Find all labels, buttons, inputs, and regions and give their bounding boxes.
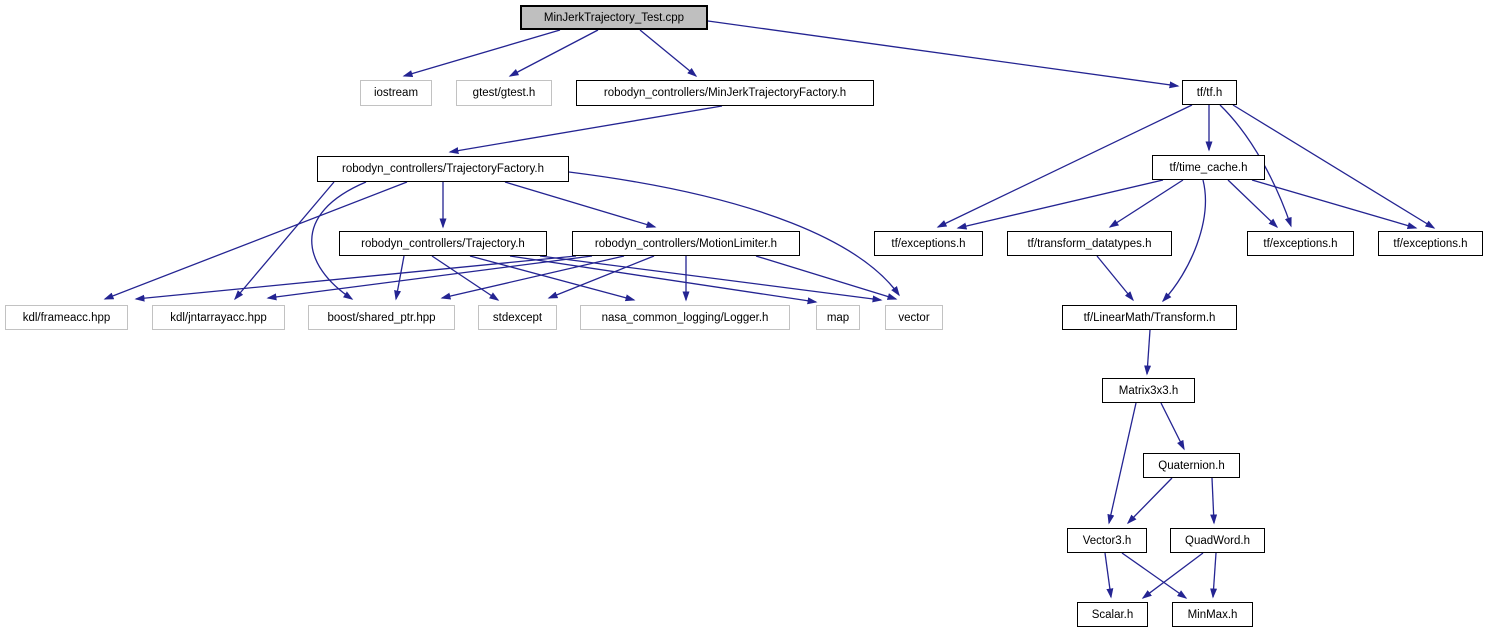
edge-root-tf [707,20,1180,89]
graph-node-tcache[interactable]: tf/time_cache.h [1152,155,1265,180]
graph-node-qw[interactable]: QuadWord.h [1170,528,1265,553]
edge-mjtf-tfac [448,105,723,155]
graph-node-gtest: gtest/gtest.h [456,80,552,106]
edge-root-mjtf [639,29,698,77]
graph-node-tfac[interactable]: robodyn_controllers/TrajectoryFactory.h [317,156,569,182]
graph-node-minmax[interactable]: MinMax.h [1172,602,1253,627]
edge-root-iostream [402,29,561,77]
edge-tcache-exc3 [1251,179,1418,229]
graph-node-jnt: kdl/jntarrayacc.hpp [152,305,285,330]
graph-node-iostream: iostream [360,80,432,106]
edge-v3-scalar [1104,552,1114,599]
edge-root-gtest [508,29,599,77]
edge-ml-jnt [266,255,593,301]
graph-node-tf[interactable]: tf/tf.h [1182,80,1237,105]
edge-qw-scalar [1141,552,1204,599]
edge-tcache-transform [1161,179,1207,303]
edge-traj-vector [539,255,883,303]
edge-tcache-tdt [1108,179,1184,228]
edge-ml-stdex [547,255,655,299]
edge-m3-quat [1160,402,1185,451]
graph-node-map: map [816,305,860,330]
graph-node-v3[interactable]: Vector3.h [1067,528,1147,553]
graph-node-stdex: stdexcept [478,305,557,330]
edge-qw-minmax [1210,552,1218,599]
graph-node-traj[interactable]: robodyn_controllers/Trajectory.h [339,231,547,256]
graph-node-m3[interactable]: Matrix3x3.h [1102,378,1195,403]
edge-quat-v3 [1126,477,1173,525]
edge-ml-vector [755,255,898,300]
graph-node-frameacc: kdl/frameacc.hpp [5,305,128,330]
edge-tcache-exc1 [956,179,1164,230]
graph-node-ml[interactable]: robodyn_controllers/MotionLimiter.h [572,231,800,256]
graph-node-scalar[interactable]: Scalar.h [1077,602,1148,627]
edge-v3-minmax [1121,552,1188,599]
edge-m3-v3 [1107,402,1137,525]
graph-node-boost: boost/shared_ptr.hpp [308,305,455,330]
edge-tf-exc1 [936,104,1193,228]
graph-node-mjtf[interactable]: robodyn_controllers/MinJerkTrajectoryFac… [576,80,874,106]
graph-node-quat[interactable]: Quaternion.h [1143,453,1240,478]
graph-node-vector: vector [885,305,943,330]
edge-quat-qw [1210,477,1218,525]
edge-tfac-ml [504,181,657,228]
edge-tfac-vector [568,171,900,297]
edge-traj-stdex [431,255,500,301]
graph-node-exc2[interactable]: tf/exceptions.h [1247,231,1354,256]
edge-ml-boost [440,255,625,300]
edge-tfac-frameacc [103,181,408,300]
edge-tf-exc3 [1232,104,1436,229]
edge-transform-m3 [1144,329,1152,376]
graph-node-exc1[interactable]: tf/exceptions.h [874,231,983,256]
edge-tcache-exc2 [1227,179,1279,229]
edge-traj-boost [394,255,405,301]
graph-node-logger: nasa_common_logging/Logger.h [580,305,790,330]
graph-node-exc3[interactable]: tf/exceptions.h [1378,231,1483,256]
edge-tfac-jnt [234,181,335,301]
edge-tdt-transform [1096,255,1134,302]
edge-tfac-boost [311,181,367,300]
graph-node-transform[interactable]: tf/LinearMath/Transform.h [1062,305,1237,330]
graph-node-root: MinJerkTrajectory_Test.cpp [520,5,708,30]
graph-node-tdt[interactable]: tf/transform_datatypes.h [1007,231,1172,256]
edge-ml-frameacc [134,255,577,302]
edge-traj-map [509,255,818,305]
